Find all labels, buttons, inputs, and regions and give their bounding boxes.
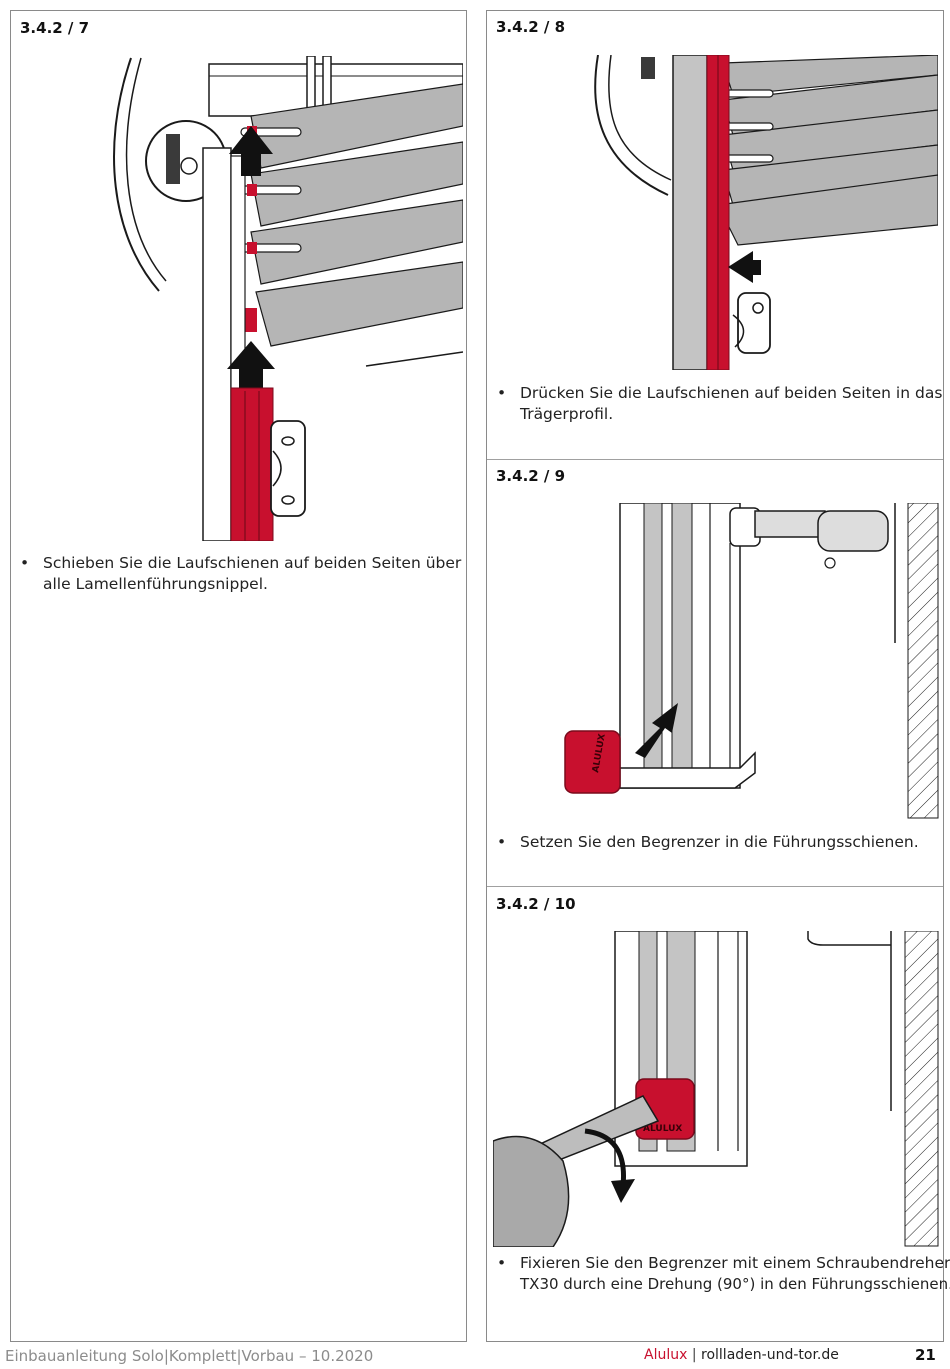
step-7-panel: 3.4.2 / 7: [10, 10, 467, 1342]
document-title: Einbauanleitung Solo|Komplett|Vorbau – 1…: [5, 1347, 374, 1365]
step-10-number: 3.4.2 / 10: [496, 895, 576, 913]
step-9-illustration: ALULUX: [564, 503, 939, 819]
step-8-illustration: [594, 55, 938, 370]
step-7-illustration: [113, 56, 463, 541]
step-9-number: 3.4.2 / 9: [496, 467, 566, 485]
instruction-line-2: Trägerprofil.: [520, 405, 614, 423]
instruction-line-1: Fixieren Sie den Begrenzer mit einem Sch…: [520, 1254, 950, 1272]
section-divider: [487, 886, 943, 887]
brand-name: Alulux: [644, 1347, 688, 1363]
instruction-line-1: Drücken Sie die Laufschienen auf beiden …: [520, 384, 943, 402]
brand-separator: |: [687, 1347, 702, 1363]
instruction-line-1: Setzen Sie den Begrenzer in die Führungs…: [520, 833, 919, 851]
page-number: 21: [915, 1346, 936, 1364]
step-8-number: 3.4.2 / 8: [496, 18, 566, 36]
bullet-point: •: [497, 384, 507, 402]
instruction-line-2: TX30 durch eine Drehung (90°) in den Füh…: [520, 1275, 950, 1293]
instruction-line-1: Schieben Sie die Laufschienen auf beiden…: [43, 554, 462, 572]
section-divider: [487, 459, 943, 460]
step-10-illustration: ALULUX: [493, 931, 939, 1247]
step-7-number: 3.4.2 / 7: [20, 19, 90, 37]
instruction-line-2: alle Lamellenführungsnippel.: [43, 575, 268, 593]
bullet-point: •: [497, 833, 507, 851]
bullet-point: •: [20, 554, 30, 572]
website-link[interactable]: rollladen-und-tor.de: [701, 1347, 839, 1363]
cap-brand-label: ALULUX: [643, 1124, 682, 1134]
footer-brand: Alulux | rollladen-und-tor.de: [644, 1347, 839, 1363]
bullet-point: •: [497, 1254, 507, 1272]
